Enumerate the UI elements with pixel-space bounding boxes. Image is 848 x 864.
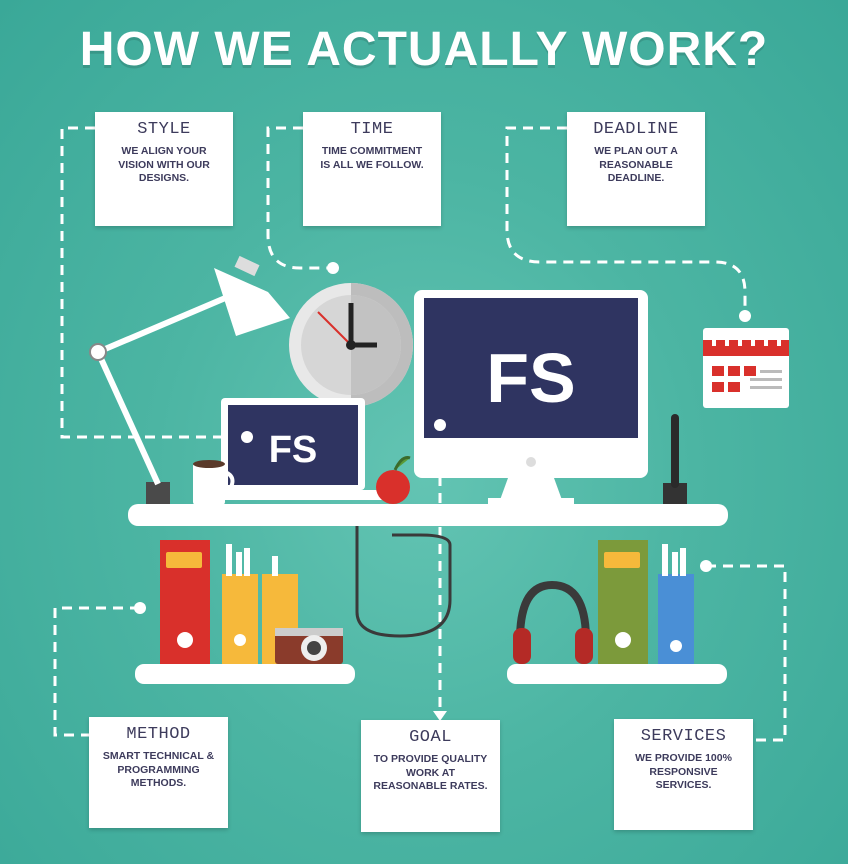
laptop-logo: FS bbox=[269, 429, 318, 471]
connector-lines bbox=[53, 126, 787, 742]
card-text: WE PROVIDE 100% RESPONSIVE SERVICES. bbox=[635, 752, 732, 791]
connector-dot bbox=[739, 310, 751, 322]
desk-lamp-icon bbox=[89, 255, 290, 504]
card-deadline: DEADLINE WE PLAN OUT A REASONABLE DEADLI… bbox=[567, 112, 705, 226]
card-text: WE ALIGN YOUR VISION WITH OUR DESIGNS. bbox=[118, 145, 210, 184]
clock-icon bbox=[289, 283, 413, 407]
card-heading: STYLE bbox=[137, 120, 191, 139]
laptop: FS bbox=[212, 398, 384, 500]
card-text: TO PROVIDE QUALITY WORK AT REASONABLE RA… bbox=[373, 753, 488, 792]
headphones-icon bbox=[513, 580, 593, 664]
card-heading: TIME bbox=[350, 120, 394, 139]
page-title: HOW WE ACTUALLY WORK? bbox=[79, 23, 769, 76]
desk-shelf bbox=[128, 504, 728, 526]
card-heading: SERVICES bbox=[640, 727, 727, 746]
card-method: METHOD SMART TECHNICAL & PROGRAMMING MET… bbox=[89, 717, 228, 828]
card-text: SMART TECHNICAL & PROGRAMMING METHODS. bbox=[102, 750, 215, 789]
monitor-logo: FS bbox=[486, 339, 575, 417]
connector-dot bbox=[700, 560, 712, 572]
apple-icon bbox=[376, 456, 411, 504]
connector-dot bbox=[327, 262, 339, 274]
cable bbox=[355, 526, 452, 638]
connector-services bbox=[706, 564, 787, 742]
connector-style bbox=[60, 126, 247, 439]
connector-dot bbox=[241, 431, 253, 443]
card-services: SERVICES WE PROVIDE 100% RESPONSIVE SERV… bbox=[614, 719, 753, 830]
binders-right bbox=[598, 540, 694, 664]
connector-method bbox=[53, 606, 140, 737]
camera-icon bbox=[275, 628, 343, 664]
calendar-icon bbox=[703, 328, 789, 408]
card-heading: DEADLINE bbox=[593, 120, 679, 139]
coffee-mug-icon bbox=[193, 460, 235, 505]
card-goal: GOAL TO PROVIDE QUALITY WORK AT REASONAB… bbox=[361, 720, 500, 832]
left-shelf bbox=[135, 664, 355, 684]
card-heading: METHOD bbox=[126, 725, 191, 744]
card-text: TIME COMMITMENT IS ALL WE FOLLOW. bbox=[320, 145, 424, 171]
stylus-pen-icon bbox=[663, 414, 687, 505]
right-shelf bbox=[507, 664, 727, 684]
card-heading: GOAL bbox=[409, 728, 452, 747]
connector-dot bbox=[434, 419, 446, 431]
card-time: TIME TIME COMMITMENT IS ALL WE FOLLOW. bbox=[303, 112, 441, 226]
goal-arrow-icon bbox=[433, 711, 447, 721]
connector-dot bbox=[134, 602, 146, 614]
card-style: STYLE WE ALIGN YOUR VISION WITH OUR DESI… bbox=[95, 112, 233, 226]
desktop-monitor: FS bbox=[414, 290, 648, 506]
card-text: WE PLAN OUT A REASONABLE DEADLINE. bbox=[594, 145, 678, 184]
connector-time bbox=[266, 126, 333, 270]
